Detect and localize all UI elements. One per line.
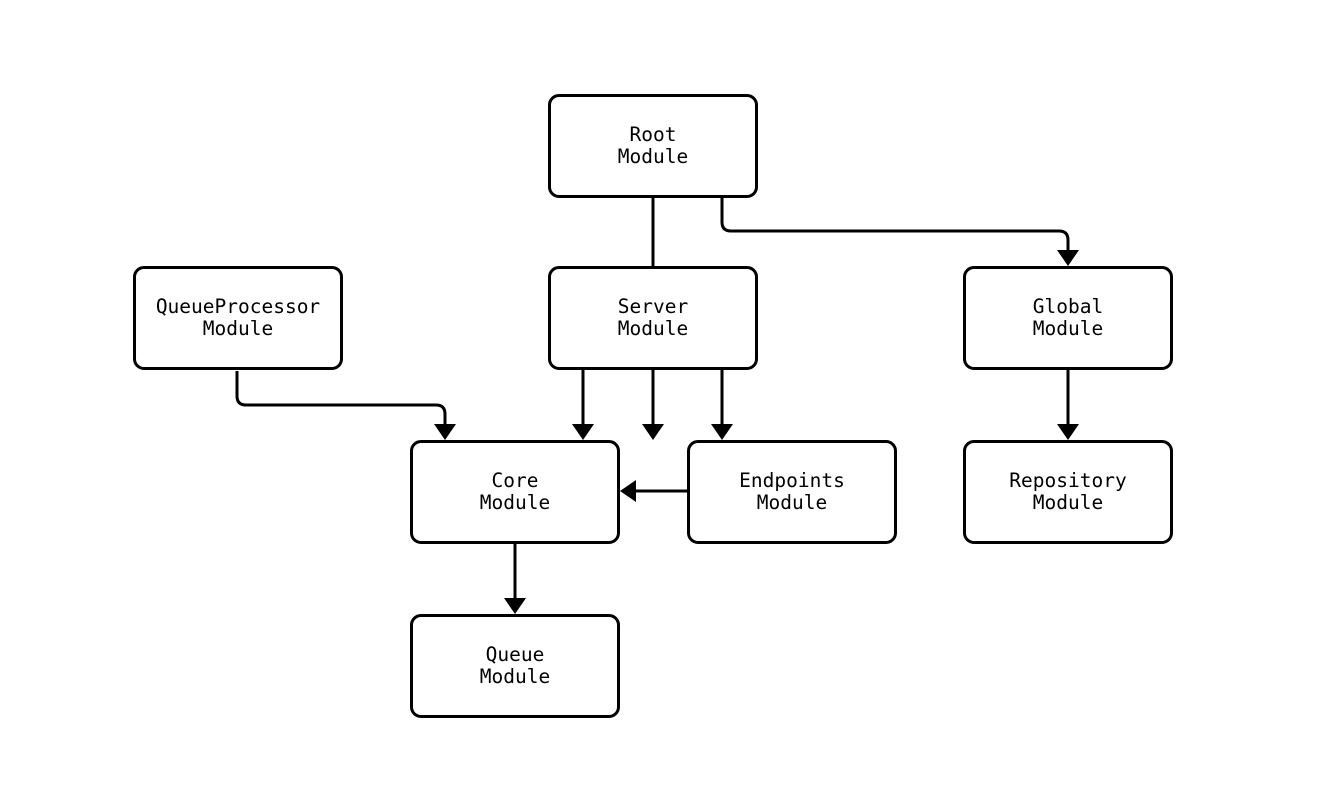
node-label-suffix: Module <box>756 491 828 514</box>
edge-root-to-global <box>720 198 1070 258</box>
node-label-name: Repository <box>1009 469 1127 492</box>
node-label-name: Global <box>1032 295 1104 318</box>
arrowhead-queueprocessor-to-core <box>434 424 456 440</box>
node-label-name: Server <box>617 295 689 318</box>
node-label-suffix: Module <box>617 145 689 168</box>
arrowhead-root-to-global <box>1057 250 1079 266</box>
node-label-name: Endpoints <box>739 469 845 492</box>
node-label-name: Queue <box>485 643 545 666</box>
node-label-suffix: Module <box>1032 491 1104 514</box>
node-label-suffix: Module <box>202 317 274 340</box>
node-label-name: Core <box>491 469 539 492</box>
arrowhead-global-to-repository <box>1057 424 1079 440</box>
node-label-name: QueueProcessor <box>155 295 321 318</box>
node-label-suffix: Module <box>1032 317 1104 340</box>
arrowhead-server-to-core <box>572 424 594 440</box>
arrowhead-core-to-queue <box>504 598 526 614</box>
node-label-suffix: Module <box>479 665 551 688</box>
arrowhead-server-to-endpoints <box>711 424 733 440</box>
node-label-suffix: Module <box>617 317 689 340</box>
arrowhead-endpoints-to-core <box>620 480 636 502</box>
node-label-name: Root <box>629 123 677 146</box>
edge-queueprocessor-to-core <box>235 371 447 432</box>
arrowhead-root-to-server <box>642 424 664 440</box>
node-label-suffix: Module <box>479 491 551 514</box>
